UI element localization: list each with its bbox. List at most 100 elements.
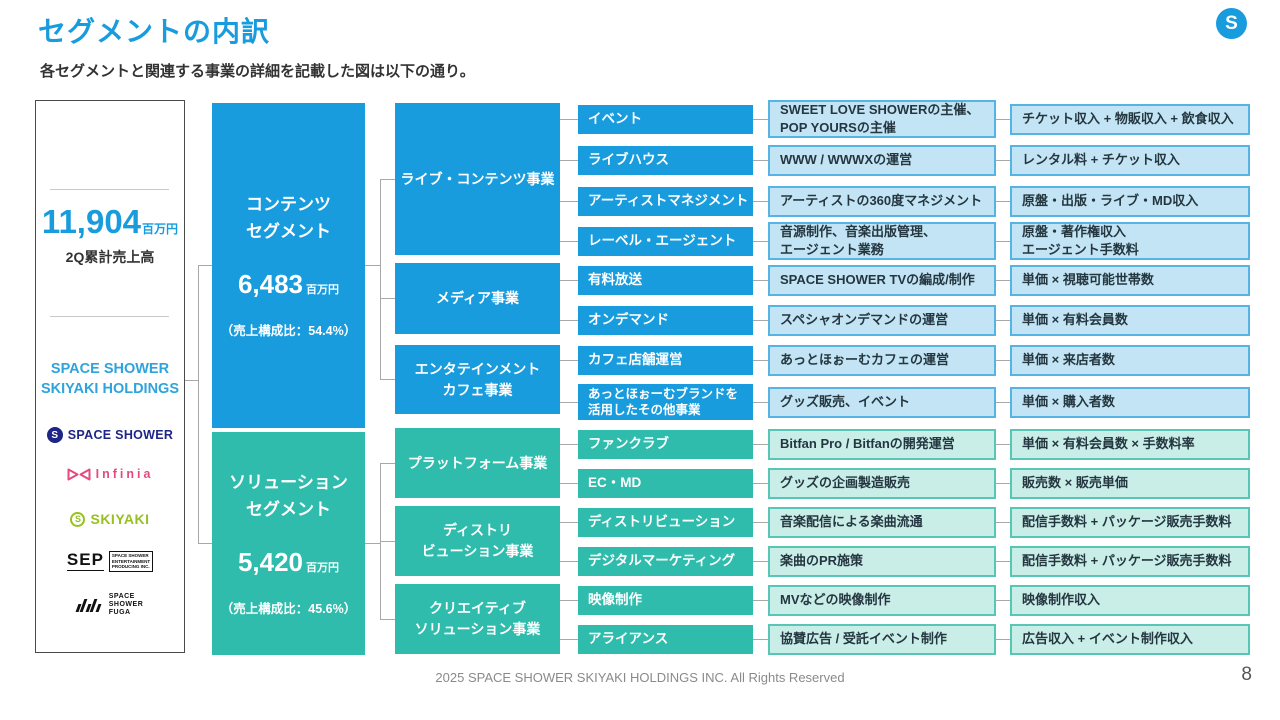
label-line: あっとほぉーむブランドを [588, 386, 739, 401]
business-description-box: 音源制作、音楽出版管理、エージェント業務 [768, 222, 996, 260]
connector-line [560, 280, 578, 281]
holdings-summary-box: 11,904百万円 2Q累計売上高 SPACE SHOWER SKIYAKI H… [35, 100, 185, 653]
label-line: WWW / WWWXの運営 [780, 152, 913, 168]
label-line: ビューション事業 [421, 543, 534, 559]
connector-line [560, 402, 578, 403]
revenue-model-box: 単価 × 有料会員数 × 手数料率 [1010, 428, 1250, 460]
label-line: 楽曲のPR施策 [780, 553, 864, 569]
connector-line [198, 265, 199, 544]
connector-line [560, 522, 578, 523]
revenue-model-box: 配信手数料 + パッケージ販売手数料 [1010, 506, 1250, 538]
label-line: メディア事業 [435, 290, 520, 306]
connector-line [996, 360, 1010, 361]
connector-line [753, 444, 768, 445]
sub-business-box: ライブハウス [578, 145, 753, 175]
infinia-logo-text: Infinia [95, 467, 154, 481]
connector-line [560, 241, 578, 242]
connector-line [380, 298, 395, 299]
sub-business-box: デジタルマーケティング [578, 546, 753, 576]
label-line: デジタルマーケティング [588, 553, 736, 569]
revenue-model-box: 販売数 × 販売単価 [1010, 467, 1250, 499]
label-line: SPACE SHOWER TVの編成/制作 [780, 272, 975, 288]
label-line: 単価 × 購入者数 [1022, 394, 1115, 410]
label-line: エージェント業務 [780, 242, 884, 257]
label-line: POP YOURSの主催 [780, 120, 896, 135]
label-line: アーティストの360度マネジメント [780, 193, 983, 209]
connector-line [753, 360, 768, 361]
connector-line [753, 402, 768, 403]
connector-line [996, 522, 1010, 523]
page-subtitle: 各セグメントと関連する事業の詳細を記載した図は以下の通り。 [40, 63, 475, 80]
label-line: 協賛広告 / 受託イベント制作 [780, 631, 947, 647]
business-description-box: Bitfan Pro / Bitfanの開発運営 [768, 428, 996, 460]
connector-line [380, 179, 381, 380]
segment-name: コンテンツ セグメント [246, 192, 331, 245]
space-shower-logo-text: SPACE SHOWER [67, 428, 174, 442]
infinia-logo: Infinia [36, 467, 184, 481]
skiyaki-logo: S SKIYAKI [36, 511, 184, 527]
connector-line [753, 201, 768, 202]
sub-business-box: アライアンス [578, 624, 753, 654]
label-line: SWEET LOVE SHOWERの主催、 [780, 102, 980, 118]
connector-line [996, 241, 1010, 242]
segment-value-unit: 百万円 [306, 283, 340, 296]
segment-name-line: セグメント [245, 499, 331, 519]
label-line: アライアンス [588, 631, 669, 647]
connector-line [560, 483, 578, 484]
business-description-box: SPACE SHOWER TVの編成/制作 [768, 264, 996, 296]
revenue-model-box: 原盤・出版・ライブ・MD収入 [1010, 185, 1250, 217]
connector-line [753, 320, 768, 321]
total-sales-label: 2Q累計売上高 [65, 249, 155, 265]
connector-line [380, 619, 395, 620]
connector-line [380, 463, 395, 464]
label-line: クリエイティブ [429, 600, 526, 616]
label-line: Bitfan Pro / Bitfanの開発運営 [780, 436, 955, 452]
page-number: 8 [1241, 664, 1252, 685]
connector-line [753, 522, 768, 523]
label-line: あっとほぉーむカフェの運営 [780, 352, 950, 368]
connector-line [198, 265, 212, 266]
connector-line [560, 639, 578, 640]
connector-line [753, 600, 768, 601]
sub-business-box: イベント [578, 104, 753, 134]
label-line: エージェント手数料 [1022, 242, 1139, 257]
connector-line [996, 402, 1010, 403]
revenue-model-box: 配信手数料 + パッケージ販売手数料 [1010, 545, 1250, 577]
business-box: エンタテインメントカフェ事業 [395, 345, 560, 414]
fuga-text-line: SPACE [108, 593, 135, 600]
copyright-text: 2025 SPACE SHOWER SKIYAKI HOLDINGS INC. … [435, 670, 845, 685]
business-description-box: 楽曲のPR施策 [768, 545, 996, 577]
connector-line [753, 639, 768, 640]
business-box: メディア事業 [395, 263, 560, 334]
segment-value-unit: 百万円 [306, 561, 340, 574]
fuga-text-line: SHOWER [108, 601, 144, 609]
label-line: ディストリビューション [588, 514, 736, 530]
sub-business-box: あっとほぉーむブランドを活用したその他事業 [578, 384, 753, 420]
holdings-name-line: SPACE SHOWER [50, 361, 170, 377]
connector-line [996, 119, 1010, 120]
label-line: 単価 × 来店者数 [1022, 352, 1115, 368]
sub-business-box: レーベル・エージェント [578, 226, 753, 256]
page-title: セグメントの内訳 [38, 16, 271, 47]
segment-name-line: ソリューション [229, 473, 348, 493]
connector-line [996, 600, 1010, 601]
holdings-name-line: SKIYAKI HOLDINGS [40, 381, 180, 398]
revenue-model-box: 広告収入 + イベント制作収入 [1010, 623, 1250, 655]
label-line: ファンクラブ [588, 436, 669, 452]
revenue-model-box: 単価 × 来店者数 [1010, 344, 1250, 376]
connector-line [365, 265, 380, 266]
connector-line [560, 320, 578, 321]
business-description-box: SWEET LOVE SHOWERの主催、 POP YOURSの主催 [768, 100, 996, 138]
connector-line [996, 160, 1010, 161]
label-line: グッズ販売、イベント [780, 394, 911, 410]
business-description-box: アーティストの360度マネジメント [768, 185, 996, 217]
sub-business-box: 映像制作 [578, 585, 753, 615]
connector-line [753, 119, 768, 120]
business-description-box: 協賛広告 / 受託イベント制作 [768, 623, 996, 655]
label-line: 音源制作、音楽出版管理、 [780, 224, 937, 240]
company-s-logo-icon: S [1216, 8, 1247, 39]
